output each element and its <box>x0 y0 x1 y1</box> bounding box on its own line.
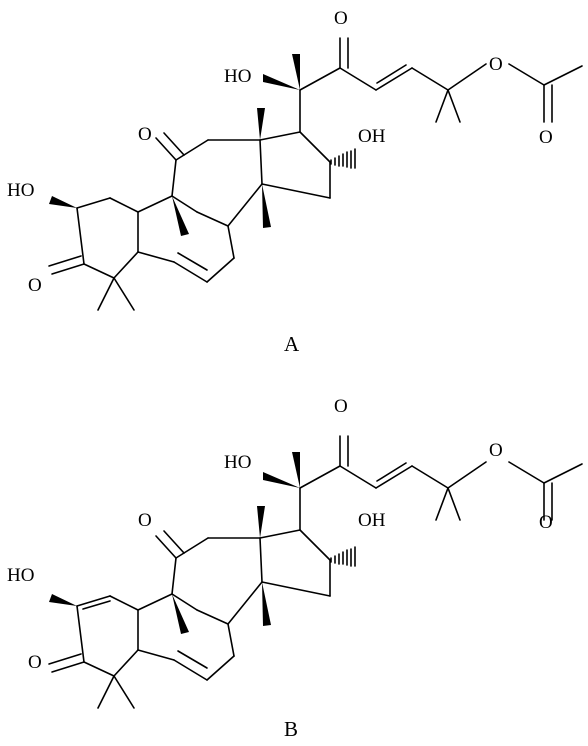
label-o-c3: O <box>28 275 42 296</box>
caption-a: A <box>284 332 300 356</box>
label-o-c22: O <box>334 396 348 417</box>
label-o-c11: O <box>138 510 152 531</box>
structure-a: HO O O HO O OH O O A <box>7 8 583 356</box>
label-ho-c20: HO <box>224 452 251 473</box>
label-ho-c2: HO <box>7 180 34 201</box>
label-carbonyl-oxygen: O <box>539 127 553 148</box>
label-o-c3: O <box>28 652 42 673</box>
label-ho-c2: HO <box>7 565 34 586</box>
caption-b: B <box>284 717 298 741</box>
label-oh-c16: OH <box>358 510 386 531</box>
label-carbonyl-oxygen: O <box>539 512 553 533</box>
structure-b: HO O O HO O OH O O B <box>7 396 583 741</box>
label-oh-c16: OH <box>358 126 386 147</box>
label-ester-oxygen: O <box>489 440 503 461</box>
label-ester-oxygen: O <box>489 54 503 75</box>
label-o-c22: O <box>334 8 348 29</box>
label-o-c11: O <box>138 124 152 145</box>
label-ho-c20: HO <box>224 66 251 87</box>
